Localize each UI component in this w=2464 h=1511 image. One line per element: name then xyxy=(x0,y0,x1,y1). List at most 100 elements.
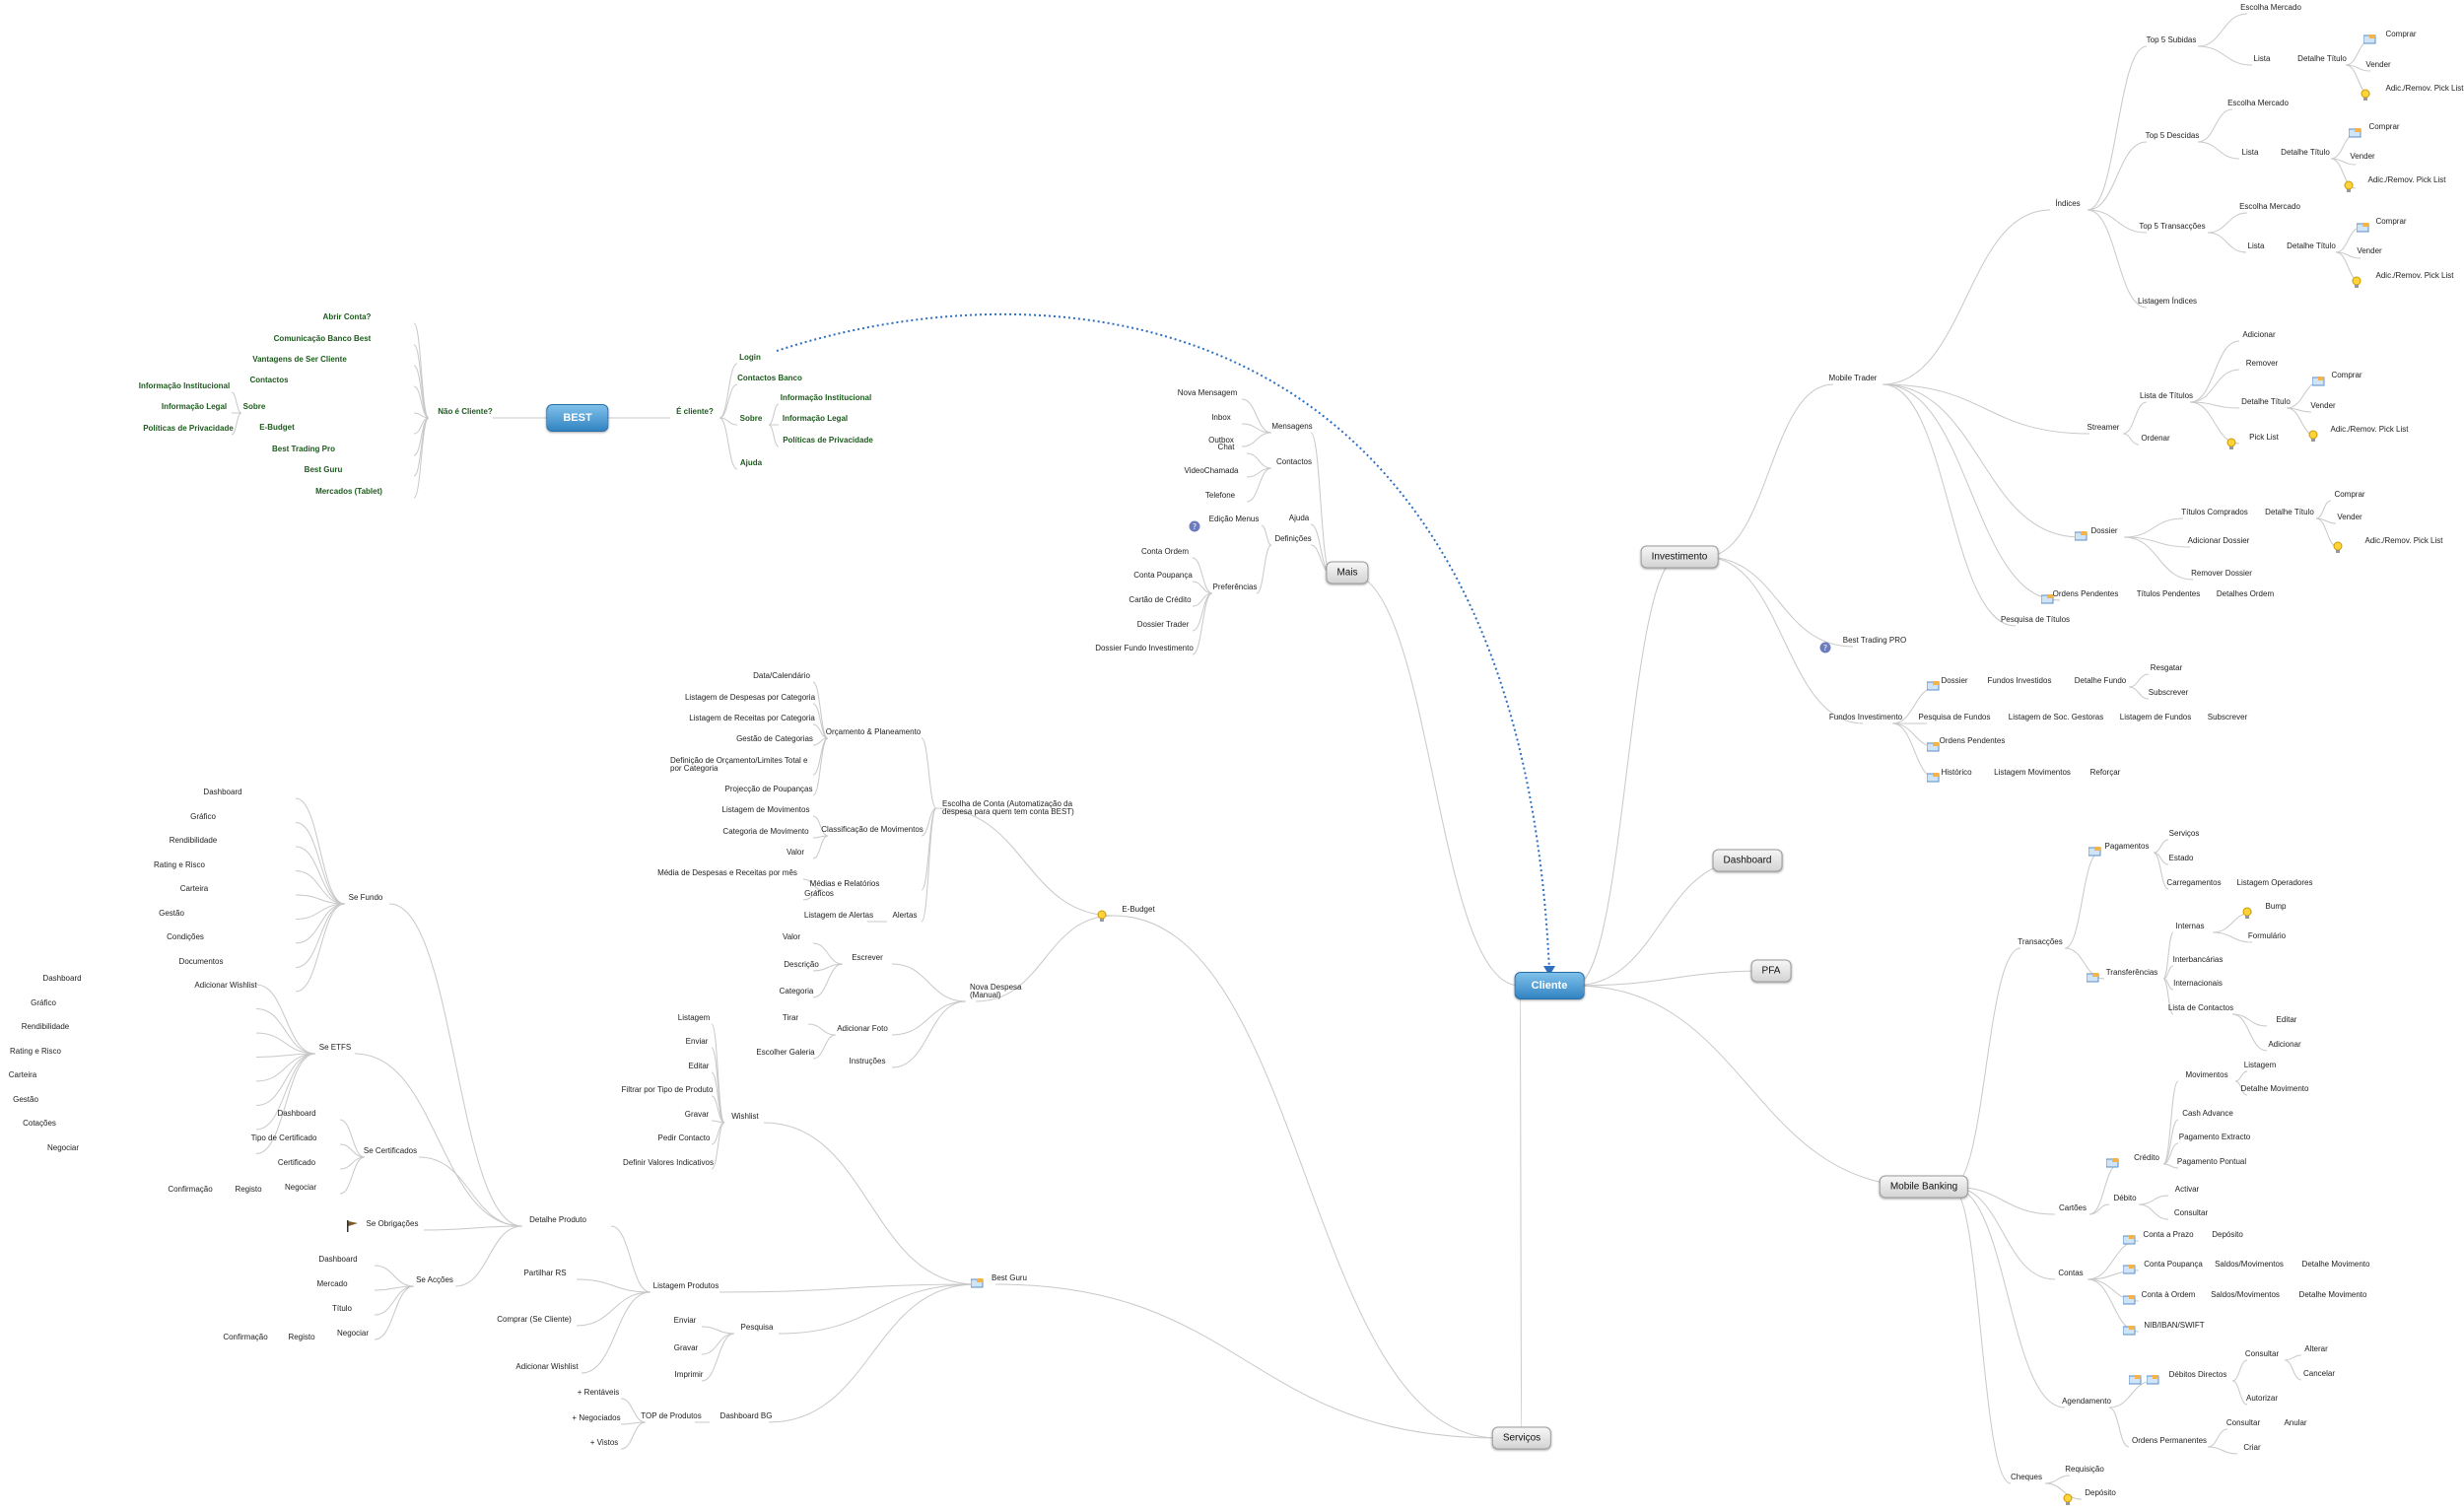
bump-label[interactable]: Bump xyxy=(2265,902,2287,911)
se-fundo-item[interactable]: Condições xyxy=(167,932,204,941)
se-certificados-item[interactable]: Dashboard xyxy=(277,1109,316,1118)
instrucoes-label[interactable]: Instruções xyxy=(849,1057,886,1065)
registo-cert-label[interactable]: Registo xyxy=(235,1185,262,1194)
gravar-guru-label[interactable]: Gravar xyxy=(684,1110,710,1119)
saldos-movimentos-2-label[interactable]: Saldos/Movimentos xyxy=(2211,1290,2280,1299)
internacionais-label[interactable]: Internacionais xyxy=(2173,979,2223,988)
detalhe-movimento-1-label[interactable]: Detalhe Movimento xyxy=(2240,1084,2309,1093)
info-inst-right-label[interactable]: Informação Institucional xyxy=(780,393,872,402)
adic-remov-2[interactable]: Adic./Remov. Pick List xyxy=(2367,175,2446,184)
out-chat-label[interactable]: Chat xyxy=(1217,443,1235,451)
media-despesas-label[interactable]: Média de Despesas e Receitas por mês xyxy=(657,868,797,877)
info-legal-right-label[interactable]: Informação Legal xyxy=(782,414,849,423)
pesquisa-label[interactable]: Pesquisa xyxy=(740,1323,774,1332)
adicionar-wishlist-guru-label[interactable]: Adicionar Wishlist xyxy=(515,1362,579,1371)
dossier-fundo-label[interactable]: Dossier Fundo Investimento xyxy=(1095,644,1194,652)
adic-remov-3[interactable]: Adic./Remov. Pick List xyxy=(2375,271,2454,280)
se-accoes-item[interactable]: Dashboard xyxy=(318,1255,358,1264)
vantagens-label[interactable]: Vantagens de Ser Cliente xyxy=(252,355,347,364)
orcamento-label[interactable]: Orçamento & Planeamento xyxy=(825,727,922,736)
top-descidas-label[interactable]: Top 5 Descidas xyxy=(2145,131,2200,140)
partilhar-label[interactable]: Partilhar RS xyxy=(523,1269,567,1277)
historico-label[interactable]: Histórico xyxy=(1941,768,1972,777)
login-label[interactable]: Login xyxy=(739,353,761,362)
top-subidas-label[interactable]: Top 5 Subidas xyxy=(2146,35,2197,44)
ebudget-left-label[interactable]: E-Budget xyxy=(259,423,295,432)
listagem-produtos-label[interactable]: Listagem Produtos xyxy=(652,1281,719,1290)
inbox-label[interactable]: Inbox xyxy=(1211,413,1231,422)
anular-label[interactable]: Anular xyxy=(2284,1418,2307,1427)
listagem-alertas-label[interactable]: Listagem de Alertas xyxy=(803,911,874,920)
data-calendario-label[interactable]: Data/Calendário xyxy=(753,671,810,680)
reforcar-label[interactable]: Reforçar xyxy=(2089,768,2121,777)
cartao-credito-label[interactable]: Cartão de Crédito xyxy=(1129,595,1192,604)
subscrever-2-label[interactable]: Subscrever xyxy=(2207,713,2248,721)
definir-valores-label[interactable]: Definir Valores Indicativos xyxy=(623,1158,714,1167)
guru-left-label[interactable]: Best Guru xyxy=(304,465,343,474)
comprar-1[interactable]: Comprar xyxy=(2385,30,2417,38)
detalhe-titulo-2[interactable]: Detalhe Título xyxy=(2281,148,2330,157)
servicos-mb-label[interactable]: Serviços xyxy=(2168,829,2200,838)
se-fundo-item[interactable]: Documentos xyxy=(178,956,224,966)
se-fundo-item[interactable]: Rendibilidade xyxy=(169,836,218,845)
conta-prazo-label[interactable]: Conta a Prazo xyxy=(2143,1230,2194,1239)
sobre-left-label[interactable]: Sobre xyxy=(242,402,266,411)
enviar-guru-label[interactable]: Enviar xyxy=(685,1037,709,1046)
lista-3[interactable]: Lista xyxy=(2247,241,2265,250)
listagem-movimentos-eb-label[interactable]: Listagem de Movimentos xyxy=(721,805,810,814)
saldos-movimentos-1-label[interactable]: Saldos/Movimentos xyxy=(2215,1260,2284,1269)
se-fundo-item[interactable]: Rating e Risco xyxy=(153,859,206,869)
detalhe-titulo-3[interactable]: Detalhe Título xyxy=(2287,241,2336,250)
se-accoes-label[interactable]: Se Acções xyxy=(416,1275,453,1284)
ordenar-label[interactable]: Ordenar xyxy=(2141,434,2170,443)
se-certificados-item[interactable]: Certificado xyxy=(277,1158,316,1167)
indices-label[interactable]: Índices xyxy=(2055,199,2081,208)
despesas-cat-label[interactable]: Listagem de Despesas por Categoria xyxy=(684,693,816,702)
se-obrigacoes-label[interactable]: Se Obrigações xyxy=(366,1219,419,1228)
enviar-pesq-label[interactable]: Enviar xyxy=(673,1316,697,1325)
tirar-label[interactable]: Tirar xyxy=(782,1013,799,1022)
nao-cliente-label[interactable]: Não é Cliente? xyxy=(438,407,493,416)
imprimir-label[interactable]: Imprimir xyxy=(674,1370,704,1379)
escolher-galeria-label[interactable]: Escolher Galeria xyxy=(756,1048,815,1057)
ebudget-label[interactable]: E-Budget xyxy=(1122,905,1155,914)
carregamentos-label[interactable]: Carregamentos xyxy=(2166,878,2222,887)
gravar-pesq-label[interactable]: Gravar xyxy=(673,1343,699,1352)
mais-node[interactable]: Mais xyxy=(1326,561,1369,584)
receitas-cat-label[interactable]: Listagem de Receitas por Categoria xyxy=(689,714,815,722)
graficos-label[interactable]: Gráficos xyxy=(804,889,834,898)
edicao-menus-label[interactable]: Edição Menus xyxy=(1208,515,1260,523)
medias-label[interactable]: Médias e Relatórios xyxy=(809,879,880,888)
listagem-guru-label[interactable]: Listagem xyxy=(677,1013,711,1022)
se-accoes-item[interactable]: Título xyxy=(331,1304,353,1313)
cash-advance-label[interactable]: Cash Advance xyxy=(2182,1109,2233,1118)
vender-3[interactable]: Vender xyxy=(2357,246,2382,255)
categoria-label[interactable]: Categoria xyxy=(779,987,814,996)
nova-despesa-label[interactable]: Nova Despesa (Manual) xyxy=(970,983,1022,999)
cancelar-label[interactable]: Cancelar xyxy=(2302,1369,2336,1378)
escolha-mercado-2[interactable]: Escolha Mercado xyxy=(2227,99,2289,107)
comprar-guru-label[interactable]: Comprar (Se Cliente) xyxy=(497,1315,572,1324)
se-accoes-item[interactable]: Mercado xyxy=(316,1279,348,1288)
detalhe-titulo-4[interactable]: Detalhe Título xyxy=(2241,397,2291,406)
nib-label[interactable]: NIB/IBAN/SWIFT xyxy=(2144,1321,2205,1330)
adicionar-dossier-label[interactable]: Adicionar Dossier xyxy=(2187,536,2250,545)
deposito-cheque-label[interactable]: Depósito xyxy=(2085,1488,2116,1497)
mensagens-label[interactable]: Mensagens xyxy=(1271,422,1313,431)
politicas-right-label[interactable]: Políticas de Privacidade xyxy=(783,436,873,445)
dashboard-bg-label[interactable]: Dashboard BG xyxy=(719,1411,773,1420)
streamer-label[interactable]: Streamer xyxy=(2087,423,2120,432)
conta-ordem-mb-label[interactable]: Conta à Ordem xyxy=(2141,1290,2196,1299)
editar-label[interactable]: Editar xyxy=(2276,1015,2297,1024)
lista-2[interactable]: Lista xyxy=(2241,148,2259,157)
estado-label[interactable]: Estado xyxy=(2168,854,2194,862)
alertas-label[interactable]: Alertas xyxy=(892,911,918,920)
best-trading-pro-label[interactable]: Best Trading PRO xyxy=(1842,636,1907,645)
detalhe-produto-label[interactable]: Detalhe Produto xyxy=(529,1215,586,1224)
investimento-node[interactable]: Investimento xyxy=(1640,545,1719,569)
adicionar-mb-label[interactable]: Adicionar xyxy=(2268,1040,2301,1049)
se-fundo-item[interactable]: Gráfico xyxy=(190,811,216,821)
nova-mensagem-label[interactable]: Nova Mensagem xyxy=(1177,388,1238,397)
se-etfs-label[interactable]: Se ETFS xyxy=(318,1043,352,1052)
top-produtos-label[interactable]: TOP de Produtos xyxy=(641,1411,702,1420)
